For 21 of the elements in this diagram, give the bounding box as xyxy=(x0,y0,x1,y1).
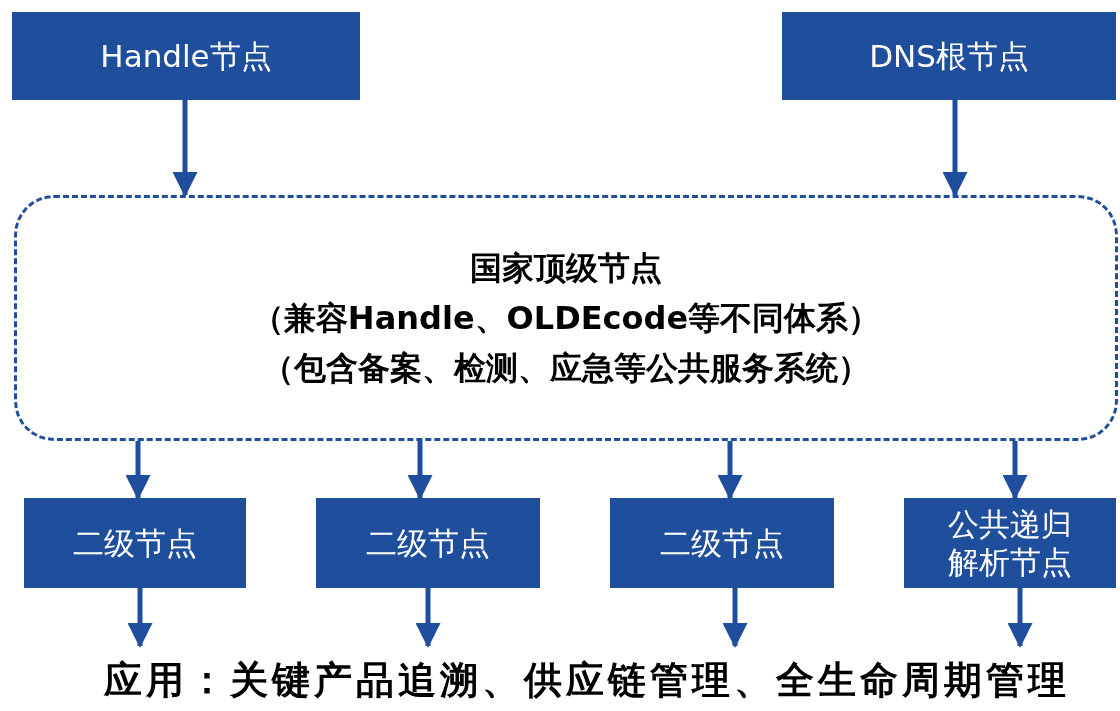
node-box: Handle节点 xyxy=(12,12,360,100)
arrow xyxy=(125,441,151,500)
arrow xyxy=(172,100,198,197)
arrow xyxy=(415,588,441,648)
node-box: 二级节点 xyxy=(24,498,246,588)
arrow xyxy=(407,441,433,500)
arrow xyxy=(722,588,748,648)
arrow xyxy=(1007,588,1033,648)
node-box: 公共递归解析节点 xyxy=(904,498,1116,588)
application-text: 应用：关键产品追溯、供应链管理、全生命周期管理 xyxy=(92,646,1082,706)
region-text: （包含备案、检测、应急等公共服务系统） xyxy=(262,348,870,389)
arrow xyxy=(1002,441,1028,500)
node-box: 二级节点 xyxy=(610,498,834,588)
arrow xyxy=(717,441,743,500)
region-text: 国家顶级节点 xyxy=(470,248,662,289)
arrow xyxy=(942,100,968,197)
node-box: DNS根节点 xyxy=(782,12,1116,100)
node-box: 二级节点 xyxy=(316,498,540,588)
dashed-region xyxy=(14,195,1118,441)
arrow xyxy=(127,588,153,648)
region-text: （兼容Handle、OLDEcode等不同体系） xyxy=(251,298,881,339)
